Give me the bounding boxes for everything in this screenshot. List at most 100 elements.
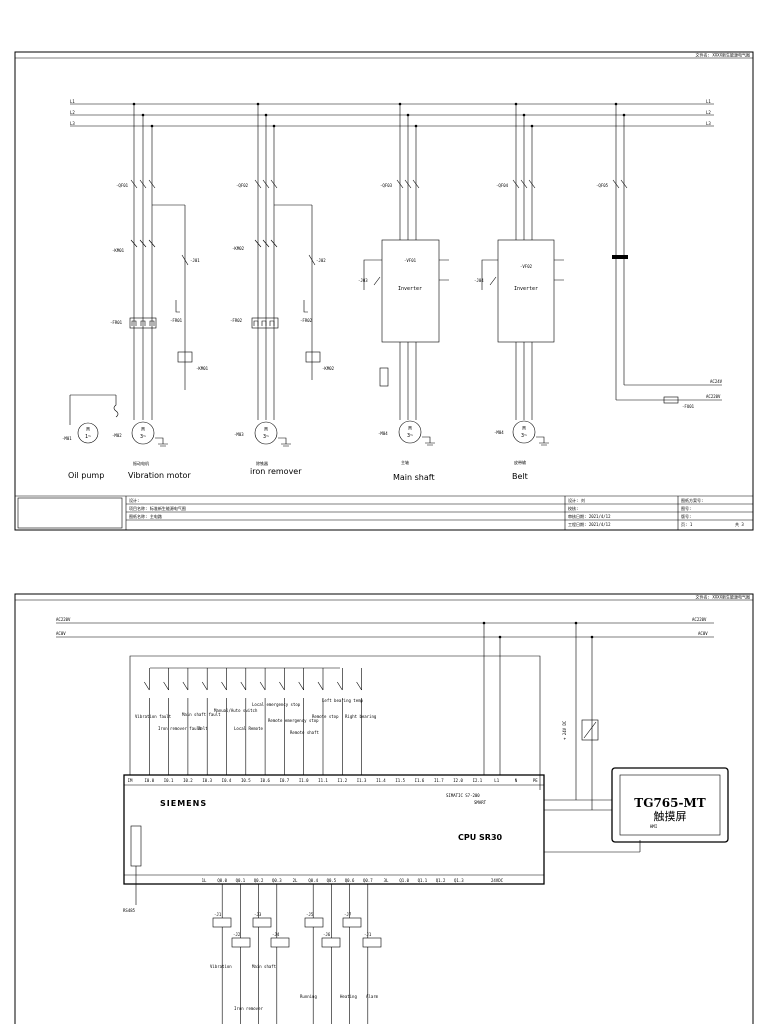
svg-text:1~: 1~ (85, 434, 91, 440)
svg-text:Running: Running (300, 994, 317, 999)
relay-coil (231, 937, 251, 948)
svg-text:-J04: -J04 (474, 278, 484, 283)
svg-text:-KM02: -KM02 (322, 366, 335, 371)
relay-coil (304, 917, 324, 928)
input-switch (240, 681, 247, 691)
svg-text:Manual/Auto switch: Manual/Auto switch (214, 708, 258, 713)
plc-input-terminal: L1 (494, 778, 499, 783)
svg-text:AC0V: AC0V (56, 631, 66, 636)
svg-text:Iron remover: Iron remover (234, 1006, 263, 1011)
plc-brand: SIEMENS (160, 799, 207, 808)
svg-text:图纸名称: 主电路: 图纸名称: 主电路 (129, 513, 162, 519)
km01-label: -KM01 (112, 248, 125, 253)
plc-output-terminal: Q0.5 (327, 878, 337, 883)
svg-text:-QF05: -QF05 (596, 183, 609, 188)
svg-text:振动电机: 振动电机 (133, 460, 149, 466)
plc-output-terminal: 24VDC (491, 878, 504, 883)
svg-text:Remote emergency stop: Remote emergency stop (268, 718, 319, 723)
svg-text:M: M (264, 427, 267, 433)
svg-text:-FR01: -FR01 (170, 318, 183, 323)
inverter-1 (381, 239, 440, 343)
output-relays: -J1-J2-J3-J4-J5-J6-J7-J1 (212, 884, 382, 1024)
svg-text:Iron remover fault: Iron remover fault (158, 726, 202, 731)
plc-output-terminal: 1L (202, 878, 207, 883)
oil-pump-motor-icon (77, 422, 99, 444)
sheet1-frame (14, 51, 754, 531)
svg-text:-M01: -M01 (62, 436, 72, 441)
svg-text:-QF03: -QF03 (380, 183, 393, 188)
svg-text:Main shaft: Main shaft (252, 964, 277, 969)
svg-text:AC24V: AC24V (710, 379, 723, 384)
svg-text:-QF04: -QF04 (496, 183, 509, 188)
svg-text:3~: 3~ (263, 434, 269, 440)
plc-output-terminal: Q0.4 (308, 878, 318, 883)
svg-text:Belt: Belt (198, 726, 208, 731)
circuit-iron-remover: -QF02 -KM02 -FR02 -J02 -FR02 -KM02 M 3~ … (230, 102, 335, 476)
com-port (130, 825, 142, 867)
svg-text:-J03: -J03 (358, 278, 368, 283)
svg-text:页: 1: 页: 1 (681, 522, 693, 527)
svg-text:M: M (86, 427, 89, 433)
svg-text:-M03: -M03 (234, 432, 244, 437)
plc-input-terminal: I2.1 (473, 778, 483, 783)
svg-text:Local Remote: Local Remote (234, 726, 263, 731)
plc-input-terminal: IM (128, 778, 133, 783)
svg-text:版号:: 版号: (681, 513, 691, 519)
plc-input-terminal: I1.6 (415, 778, 425, 783)
svg-text:Vibration: Vibration (210, 964, 232, 969)
input-switch (182, 681, 189, 691)
oil-pump-label: Oil pump (68, 471, 104, 480)
svg-text:-M02: -M02 (112, 433, 122, 438)
svg-text:L2: L2 (70, 110, 75, 115)
svg-text:共 3: 共 3 (735, 521, 744, 527)
relay-label: -J1 (214, 912, 222, 917)
svg-text:-J01: -J01 (190, 258, 200, 263)
relay-label: -J2 (233, 932, 241, 937)
plc-input-terminal: I1.3 (357, 778, 367, 783)
svg-text:工程日期: 2021/4/12: 工程日期: 2021/4/12 (568, 521, 611, 527)
svg-text:Left bearing temp: Left bearing temp (322, 698, 364, 703)
plc-input-terminal: I1.0 (299, 778, 309, 783)
plc-input-terminal: I0.5 (241, 778, 251, 783)
svg-text:AC220V: AC220V (692, 617, 707, 622)
svg-text:M: M (408, 426, 411, 432)
svg-text:Local emergency stop: Local emergency stop (252, 702, 301, 707)
sheet2-frame (14, 593, 754, 1024)
svg-text:-KM01: -KM01 (196, 366, 209, 371)
relay-coil (252, 917, 272, 928)
svg-text:L2: L2 (706, 110, 711, 115)
svg-text:L3: L3 (706, 121, 711, 126)
svg-text:-VF02: -VF02 (520, 264, 533, 269)
plc-output-terminal: Q0.3 (272, 878, 282, 883)
plc-input-terminal: I0.2 (183, 778, 193, 783)
plc-input-terminal: I1.5 (395, 778, 405, 783)
relay-coil (321, 937, 341, 948)
plc-output-terminal: 2L (293, 878, 298, 883)
svg-text:L1: L1 (706, 99, 711, 104)
plc-output-terminal: Q1.3 (454, 878, 464, 883)
iron-remover-label: iron remover (250, 467, 302, 476)
svg-text:3~: 3~ (521, 433, 527, 439)
plc-input-terminal: I0.1 (164, 778, 174, 783)
svg-text:RS485: RS485 (123, 908, 136, 913)
svg-text:设计: 刘: 设计: 刘 (568, 497, 585, 503)
svg-text:Remote stop: Remote stop (312, 714, 339, 719)
input-switch (259, 681, 266, 691)
svg-text:+ 24V DC: + 24V DC (562, 720, 567, 740)
input-switch (163, 681, 169, 691)
svg-text:AC220V: AC220V (706, 394, 721, 399)
input-switches (144, 668, 362, 775)
svg-text:Heating: Heating (340, 994, 357, 999)
svg-text:-FR02: -FR02 (300, 318, 313, 323)
plc-output-terminal: Q0.6 (345, 878, 355, 883)
svg-text:HMI: HMI (650, 824, 658, 829)
iron-remover-motor-icon (254, 421, 278, 445)
relay-label: -J6 (323, 932, 331, 937)
input-switch (317, 681, 324, 691)
svg-text:Inverter: Inverter (514, 286, 538, 292)
plc-output-terminal: Q1.0 (399, 878, 409, 883)
plc-input-terminal: PE (533, 778, 538, 783)
circuit-main-shaft: -QF03 -VF01 Inverter -J03 M 3~ -M04 主轴 M… (358, 102, 449, 482)
